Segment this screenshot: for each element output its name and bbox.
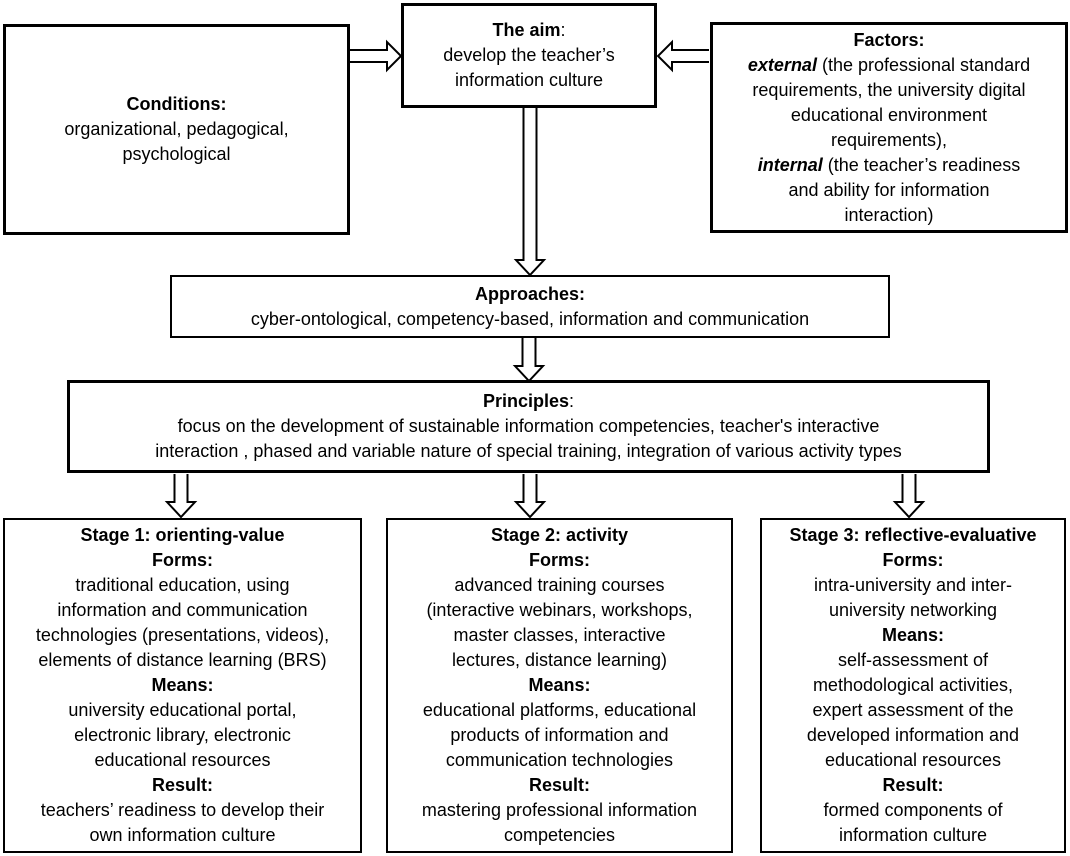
text-line: lectures, distance learning) xyxy=(451,650,668,670)
aim-text: develop the teacher’s information culture xyxy=(404,43,654,93)
text-line: information and communication xyxy=(57,600,308,620)
stage-3-result-label: Result: xyxy=(882,775,944,795)
principles-title: Principles: xyxy=(482,391,575,411)
text-line: information culture xyxy=(838,825,988,845)
text-line: formed components of xyxy=(823,800,1003,820)
stage-1-forms-text: traditional education, using information … xyxy=(5,573,360,673)
conditions-title: Conditions: xyxy=(126,94,227,114)
text-line: technologies (presentations, videos), xyxy=(35,625,330,645)
factors-internal-text: and ability for information interaction) xyxy=(713,178,1065,228)
stage-1-box: Stage 1: orienting-value Forms: traditio… xyxy=(3,518,362,853)
principles-box: Principles: focus on the development of … xyxy=(67,380,990,473)
stage-2-forms-label: Forms: xyxy=(528,550,590,570)
factors-external-text: requirements, the university digital educ… xyxy=(713,78,1065,153)
stage-2-forms-text: advanced training courses (interactive we… xyxy=(388,573,731,673)
stage-3-forms-label: Forms: xyxy=(882,550,944,570)
stage-2-box: Stage 2: activity Forms: advanced traini… xyxy=(386,518,733,853)
text-line: university educational portal, xyxy=(68,700,297,720)
stage-3-means-label: Means: xyxy=(881,625,944,645)
aim-box: The aim: develop the teacher’s informatio… xyxy=(401,3,657,108)
arrow-factors-to-aim xyxy=(656,39,709,73)
arrow-principles-to-stage-1 xyxy=(164,474,198,519)
approaches-box: Approaches: cyber-ontological, competenc… xyxy=(170,275,890,338)
text-line: competencies xyxy=(503,825,616,845)
arrow-aim-to-approaches xyxy=(513,108,547,277)
principles-text: focus on the development of sustainable … xyxy=(70,414,987,464)
stage-2-result-label: Result: xyxy=(528,775,590,795)
text-line: developed information and xyxy=(806,725,1020,745)
text-line: self-assessment of xyxy=(837,650,989,670)
text-line: educational resources xyxy=(824,750,1002,770)
stage-1-result-text: teachers’ readiness to develop their own … xyxy=(5,798,360,848)
stage-1-forms-label: Forms: xyxy=(151,550,213,570)
factors-external-lead: external (the professional standard xyxy=(747,54,1031,75)
text-line: (interactive webinars, workshops, xyxy=(426,600,693,620)
text-line: intra-university and inter- xyxy=(813,575,1013,595)
stage-3-result-text: formed components of information culture xyxy=(762,798,1064,848)
stage-1-result-label: Result: xyxy=(151,775,213,795)
factors-title: Factors: xyxy=(853,29,925,50)
aim-title: The aim: xyxy=(492,20,566,40)
stage-1-means-label: Means: xyxy=(151,675,214,695)
text-line: traditional education, using xyxy=(75,575,290,595)
text-line: focus on the development of sustainable … xyxy=(177,416,880,436)
text-line: educational platforms, educational xyxy=(422,700,697,720)
stage-2-result-text: mastering professional information compet… xyxy=(388,798,731,848)
text-line: develop the teacher’s xyxy=(443,45,615,65)
text-line: electronic library, electronic xyxy=(74,725,291,745)
text-line: organizational, pedagogical, xyxy=(64,119,289,139)
text-line: educational environment xyxy=(790,104,988,125)
factors-internal-label: internal xyxy=(757,154,823,175)
stage-3-box: Stage 3: reflective-evaluative Forms: in… xyxy=(760,518,1066,853)
text-line: elements of distance learning (BRS) xyxy=(38,650,327,670)
text-line: teachers’ readiness to develop their xyxy=(40,800,325,820)
text-line: advanced training courses xyxy=(454,575,665,595)
text-line: interaction) xyxy=(844,204,934,225)
stage-3-forms-text: intra-university and inter-university ne… xyxy=(762,573,1064,623)
approaches-text: cyber-ontological, competency-based, inf… xyxy=(172,307,888,332)
text-line: mastering professional information xyxy=(421,800,698,820)
factors-external-label: external xyxy=(747,54,817,75)
factors-internal-lead: internal (the teacher’s readiness xyxy=(757,154,1021,175)
arrow-principles-to-stage-2 xyxy=(513,474,547,519)
conditions-text: organizational, pedagogical, psychologica… xyxy=(6,117,347,167)
text-line: university networking xyxy=(828,600,998,620)
text-line: educational resources xyxy=(94,750,271,770)
text-line: information culture xyxy=(454,70,604,90)
approaches-title: Approaches: xyxy=(474,283,586,304)
text-line: and ability for information xyxy=(788,179,990,200)
stage-2-means-text: educational platforms, educational produc… xyxy=(388,698,731,773)
stage-2-means-label: Means: xyxy=(528,675,591,695)
text-line: methodological activities, xyxy=(812,675,1014,695)
text-line: expert assessment of the xyxy=(812,700,1014,720)
text-line: communication technologies xyxy=(445,750,674,770)
text-line: master classes, interactive xyxy=(453,625,666,645)
factors-box: Factors: external (the professional stan… xyxy=(710,22,1068,233)
stage-1-means-text: university educational portal, electronic… xyxy=(5,698,360,773)
text-line: requirements, the university digital xyxy=(752,79,1026,100)
conditions-box: Conditions: organizational, pedagogical,… xyxy=(3,24,350,235)
text-line: products of information and xyxy=(450,725,669,745)
stage-2-title: Stage 2: activity xyxy=(490,525,629,545)
text-line: requirements), xyxy=(830,129,948,150)
text-line: psychological xyxy=(122,144,231,164)
stage-1-title: Stage 1: orienting-value xyxy=(80,525,285,545)
stage-3-means-text: self-assessment of methodological activit… xyxy=(762,648,1064,773)
stage-3-title: Stage 3: reflective-evaluative xyxy=(789,525,1037,545)
arrow-approaches-to-principles xyxy=(512,338,546,383)
arrow-principles-to-stage-3 xyxy=(892,474,926,519)
text-line: cyber-ontological, competency-based, inf… xyxy=(250,308,810,329)
text-line: interaction , phased and variable nature… xyxy=(155,441,902,461)
arrow-conditions-to-aim xyxy=(350,39,403,73)
text-line: own information culture xyxy=(89,825,276,845)
